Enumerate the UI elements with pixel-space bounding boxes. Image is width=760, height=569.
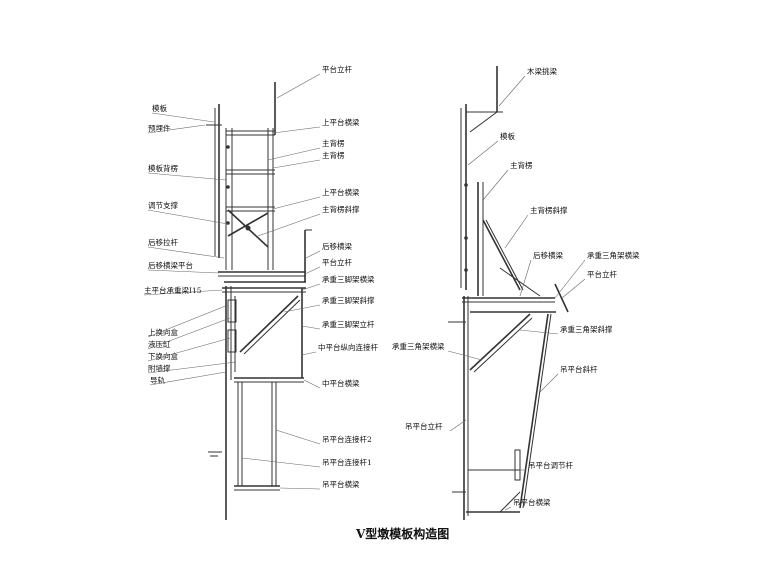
left-view-labels-right: 平台立杆 上平台横梁 主背楞 主背楞 上平台横梁 主背楞斜撑 后移横梁 平台立杆… [318, 64, 378, 489]
label-tripod-brace: 承重三脚架斜撑 [322, 295, 375, 305]
right-view-structure [448, 66, 569, 520]
label-formwork-backing: 模板背楞 [148, 163, 178, 173]
label-main-backing-brace-right: 主背楞斜撑 [530, 205, 568, 215]
label-guide-rail: 导轨 [150, 375, 165, 385]
label-upper-platform-beam: 上平台横梁 [322, 117, 360, 127]
label-main-backing-right: 主背楞 [510, 160, 533, 170]
label-tripod-beam: 承重三脚架横梁 [322, 274, 375, 284]
right-view-leaders [447, 75, 586, 511]
label-formwork-right: 模板 [500, 131, 515, 141]
label-tripod-beam-right-2: 承重三角架横梁 [392, 341, 445, 351]
label-upper-platform-beam-2: 上平台横梁 [322, 187, 360, 197]
label-rear-beam-platform: 后移横梁平台 [148, 260, 193, 270]
label-hanging-diagonal: 吊平台斜杆 [560, 364, 598, 374]
left-view-leaders-right [241, 73, 321, 490]
label-upper-reversing-box: 上换向盒 [148, 327, 178, 337]
label-hanging-platform-beam: 吊平台横梁 [322, 479, 360, 489]
label-formwork: 模板 [152, 103, 167, 113]
label-timber-cantilever: 木梁挑梁 [527, 66, 557, 76]
label-hanging-adjuster: 吊平台调节杆 [528, 460, 573, 470]
label-tripod-post: 承重三脚架立杆 [322, 319, 375, 329]
label-adjusting-brace: 调节支撑 [148, 200, 178, 210]
right-view-labels: 木梁挑梁 模板 主背楞 主背楞斜撑 后移横梁 承重三角架横梁 平台立杆 承重三角… [392, 66, 640, 507]
label-lower-reversing-box: 下换向盒 [148, 351, 178, 361]
left-view-leaders-left [143, 112, 237, 386]
label-platform-post-top: 平台立杆 [322, 64, 352, 74]
label-mid-platform-beam: 中平台横梁 [322, 378, 360, 388]
label-hanging-beam-right: 吊平台横梁 [513, 497, 551, 507]
label-wall-brace: 附墙撑 [148, 363, 171, 373]
label-embedded-part: 预埋件 [148, 123, 171, 133]
label-main-platform-beam: 主平台承重梁I15 [144, 285, 202, 295]
label-hanging-post: 吊平台立杆 [405, 421, 443, 431]
label-tripod-beam-right: 承重三角架横梁 [587, 250, 640, 260]
label-hanging-link-2: 吊平台连接杆2 [322, 434, 372, 444]
label-mid-platform-link: 中平台纵向连接杆 [318, 342, 378, 352]
label-platform-post-right: 平台立杆 [587, 269, 617, 279]
label-hydraulic-cylinder: 液压缸 [148, 339, 171, 349]
left-view-structure [206, 82, 312, 520]
label-main-backing-2: 主背楞 [322, 150, 345, 160]
label-rear-beam: 后移横梁 [322, 241, 352, 251]
label-main-backing-1: 主背楞 [322, 138, 345, 148]
left-view-labels-left: 模板 预埋件 模板背楞 调节支撑 后移拉杆 后移横梁平台 主平台承重梁I15 上… [144, 103, 202, 385]
label-rear-beam-right: 后移横梁 [533, 250, 563, 260]
label-platform-post: 平台立杆 [322, 257, 352, 267]
label-hanging-link-1: 吊平台连接杆1 [322, 457, 372, 467]
label-main-backing-brace: 主背楞斜撑 [322, 204, 360, 214]
label-rear-tie-rod: 后移拉杆 [148, 237, 178, 247]
figure-caption: V型墩模板构造图 [355, 526, 449, 541]
label-tripod-brace-right: 承重三角架斜撑 [560, 324, 613, 334]
